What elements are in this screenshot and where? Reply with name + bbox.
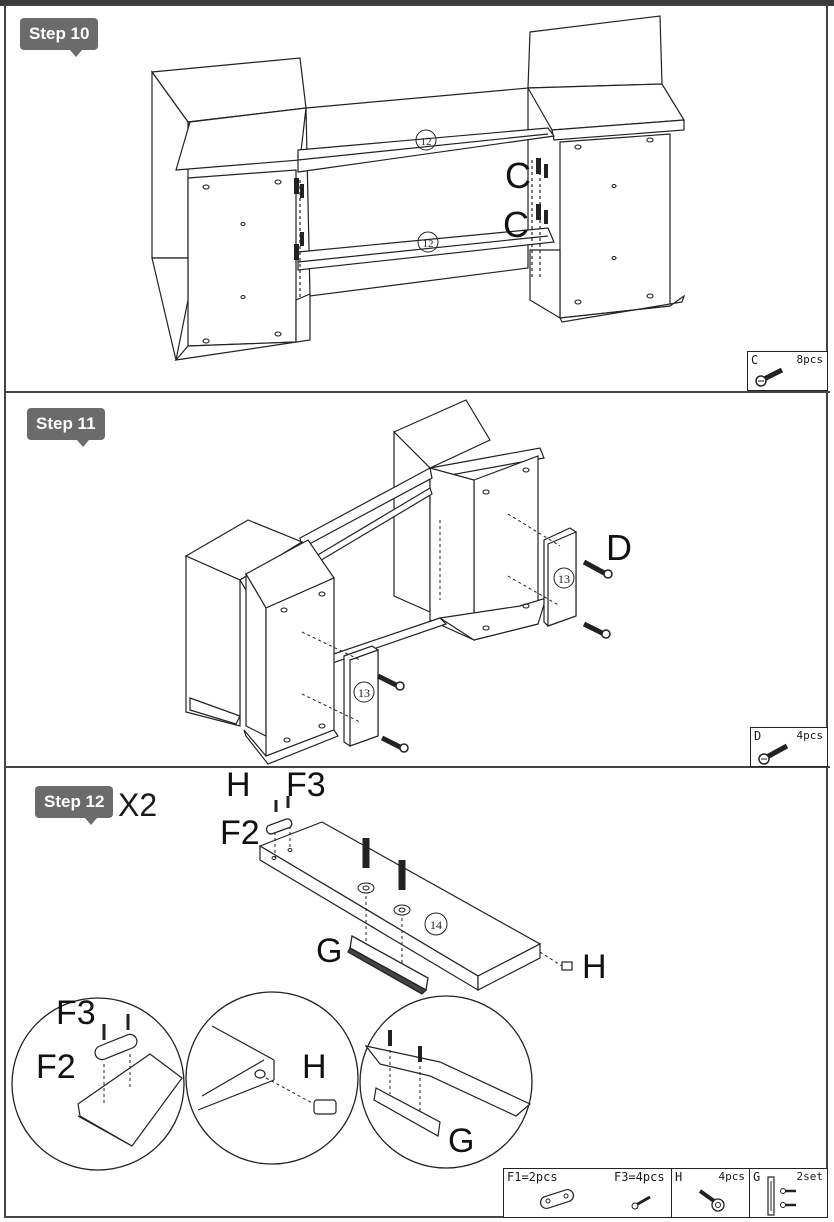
hardware-qty: 4pcs xyxy=(796,729,824,742)
label-f3: F3 xyxy=(286,766,326,804)
step-10-illustration: 12 12 xyxy=(150,15,686,361)
part-13-number: 13 xyxy=(358,686,370,700)
drawer-slide-icon xyxy=(767,1176,796,1216)
label-h: H xyxy=(582,948,607,986)
step-12-multiplier: X2 xyxy=(118,787,158,823)
screw-icon xyxy=(755,367,784,387)
hardware-code-g: G xyxy=(753,1170,761,1184)
label-g: G xyxy=(316,932,343,970)
step-10-badge: Step 10 xyxy=(20,18,99,57)
hardware-legend-step-12: F1=2pcs F3=4pcs H 4pcs G 2set xyxy=(503,1168,828,1218)
section-divider xyxy=(4,391,830,393)
legend-cell-g: G 2set xyxy=(750,1169,827,1217)
legend-cell-f: F1=2pcs F3=4pcs xyxy=(504,1169,672,1217)
cam-bolt-icon xyxy=(698,1189,725,1212)
section-divider xyxy=(4,766,830,768)
hardware-code-h: H xyxy=(675,1170,683,1184)
label-d: D xyxy=(606,527,632,568)
label-c: C xyxy=(505,155,531,196)
hardware-qty: 8pcs xyxy=(796,353,824,366)
label-f3: F3 xyxy=(56,994,96,1032)
part-14-number: 14 xyxy=(430,918,442,932)
label-c: C xyxy=(503,204,529,245)
step-11-illustration: 13 13 xyxy=(184,399,613,765)
top-bar xyxy=(0,0,834,6)
part-12-number: 12 xyxy=(423,238,434,250)
step-11-badge: Step 11 xyxy=(27,408,105,447)
hardware-qty-f1: F1=2pcs xyxy=(507,1170,558,1184)
label-h: H xyxy=(226,766,251,804)
cam-lock-plate-icon xyxy=(539,1189,651,1210)
part-13-number: 13 xyxy=(558,572,570,586)
legend-cell-h: H 4pcs xyxy=(672,1169,750,1217)
step-12-badge: Step 12 xyxy=(35,786,114,825)
hardware-code: C xyxy=(751,353,759,367)
hardware-qty-f3: F3=4pcs xyxy=(614,1170,665,1184)
screw-icon xyxy=(758,743,789,765)
page-frame xyxy=(4,4,828,1218)
hardware-legend-c: C 8pcs xyxy=(747,351,828,391)
label-f2: F2 xyxy=(220,814,260,852)
hardware-qty-h: 4pcs xyxy=(718,1170,746,1183)
label-f2: F2 xyxy=(36,1048,76,1086)
hardware-legend-d: D 4pcs xyxy=(750,727,828,767)
hardware-qty-g: 2set xyxy=(796,1170,824,1183)
label-g: G xyxy=(448,1122,475,1160)
hardware-code: D xyxy=(754,729,762,743)
part-12-number: 12 xyxy=(421,136,432,148)
label-h: H xyxy=(302,1048,327,1086)
